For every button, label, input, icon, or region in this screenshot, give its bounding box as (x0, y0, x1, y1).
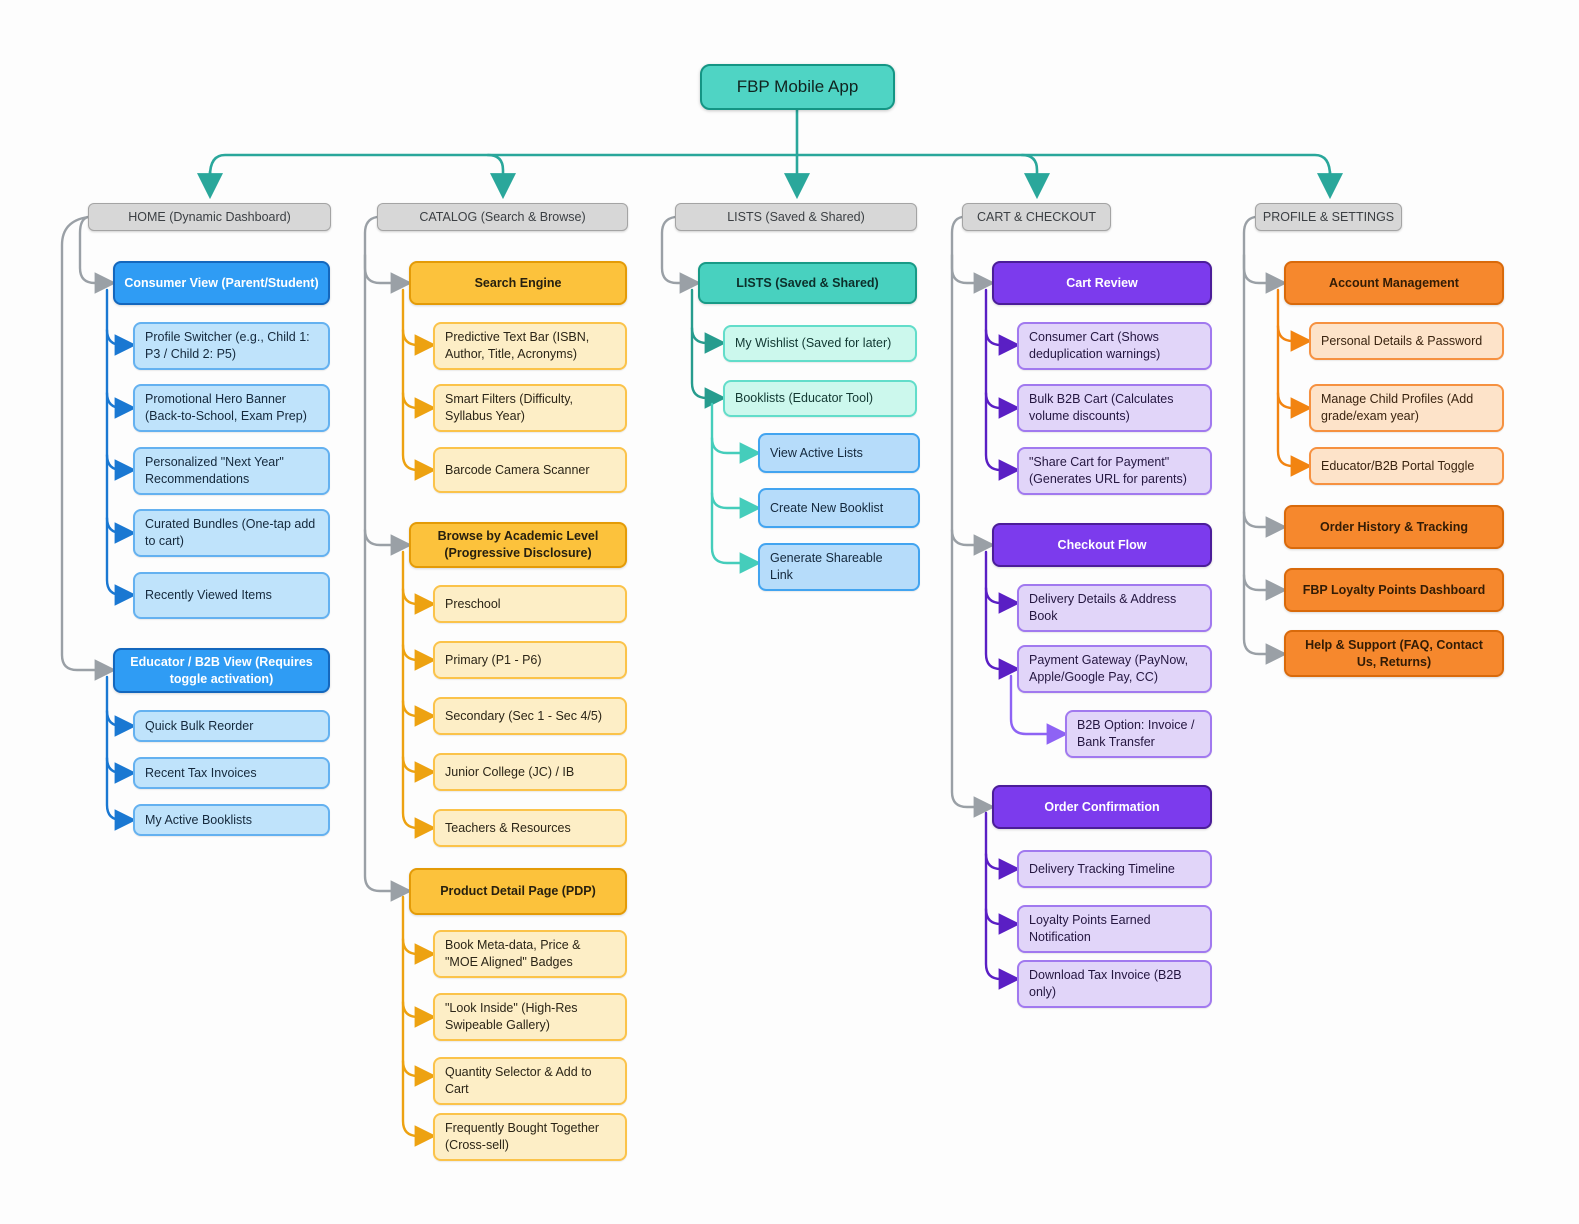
connector-amber (401, 288, 437, 1147)
node-search-engine: Search Engine (409, 261, 627, 305)
connector-teal-light (710, 402, 762, 574)
node-secondary: Secondary (Sec 1 - Sec 4/5) (433, 697, 627, 735)
node-consumer-view: Consumer View (Parent/Student) (113, 261, 330, 305)
connector-orange (1276, 288, 1313, 477)
node-order-confirmation: Order Confirmation (992, 785, 1212, 829)
header-cart: CART & CHECKOUT (962, 203, 1111, 231)
node-order-history: Order History & Tracking (1284, 505, 1504, 549)
node-checkout-flow: Checkout Flow (992, 523, 1212, 567)
node-recently-viewed: Recently Viewed Items (133, 572, 330, 619)
node-next-year-recommendations: Personalized "Next Year" Recommendations (133, 447, 330, 495)
header-catalog: CATALOG (Search & Browse) (377, 203, 628, 231)
node-smart-filters: Smart Filters (Difficulty, Syllabus Year… (433, 384, 627, 432)
node-payment-gateway: Payment Gateway (PayNow, Apple/Google Pa… (1017, 645, 1212, 693)
node-teachers-resources: Teachers & Resources (433, 809, 627, 847)
connector-root-tree (197, 108, 1343, 200)
node-download-tax-invoice: Download Tax Invoice (B2B only) (1017, 960, 1212, 1008)
node-generate-shareable-link: Generate Shareable Link (758, 543, 920, 591)
node-share-cart-payment: "Share Cart for Payment" (Generates URL … (1017, 447, 1212, 495)
node-look-inside: "Look Inside" (High-Res Swipeable Galler… (433, 993, 627, 1041)
node-junior-college: Junior College (JC) / IB (433, 753, 627, 791)
node-educator-portal-toggle: Educator/B2B Portal Toggle (1309, 447, 1504, 485)
node-promo-hero-banner: Promotional Hero Banner (Back-to-School,… (133, 384, 330, 432)
node-book-metadata: Book Meta-data, Price & "MOE Aligned" Ba… (433, 930, 627, 978)
node-bulk-b2b-cart: Bulk B2B Cart (Calculates volume discoun… (1017, 384, 1212, 432)
node-preschool: Preschool (433, 585, 627, 623)
node-cart-review: Cart Review (992, 261, 1212, 305)
node-booklists: Booklists (Educator Tool) (723, 380, 917, 417)
node-help-support: Help & Support (FAQ, Contact Us, Returns… (1284, 630, 1504, 677)
node-frequently-bought: Frequently Bought Together (Cross-sell) (433, 1113, 627, 1161)
node-predictive-text-bar: Predictive Text Bar (ISBN, Author, Title… (433, 322, 627, 370)
connector-purple (984, 288, 1021, 990)
connector-teal-dark (690, 288, 727, 409)
node-quantity-selector: Quantity Selector & Add to Cart (433, 1057, 627, 1105)
header-profile: PROFILE & SETTINGS (1255, 203, 1402, 231)
node-delivery-tracking: Delivery Tracking Timeline (1017, 850, 1212, 888)
node-product-detail-page: Product Detail Page (PDP) (409, 868, 627, 915)
header-home: HOME (Dynamic Dashboard) (88, 203, 331, 231)
node-quick-bulk-reorder: Quick Bulk Reorder (133, 710, 330, 742)
node-view-active-lists: View Active Lists (758, 433, 920, 473)
header-lists: LISTS (Saved & Shared) (675, 203, 917, 231)
node-loyalty-dashboard: FBP Loyalty Points Dashboard (1284, 568, 1504, 612)
node-root: FBP Mobile App (700, 64, 895, 110)
connector-gray (60, 215, 1288, 902)
node-account-management: Account Management (1284, 261, 1504, 305)
node-browse-academic-level: Browse by Academic Level (Progressive Di… (409, 522, 627, 568)
node-barcode-scanner: Barcode Camera Scanner (433, 447, 627, 493)
node-personal-details: Personal Details & Password (1309, 322, 1504, 360)
node-delivery-details: Delivery Details & Address Book (1017, 584, 1212, 632)
node-my-wishlist: My Wishlist (Saved for later) (723, 325, 917, 362)
node-consumer-cart: Consumer Cart (Shows deduplication warni… (1017, 322, 1212, 370)
node-primary: Primary (P1 - P6) (433, 641, 627, 679)
node-curated-bundles: Curated Bundles (One-tap add to cart) (133, 509, 330, 557)
node-loyalty-earned: Loyalty Points Earned Notification (1017, 905, 1212, 953)
node-educator-b2b-view: Educator / B2B View (Requires toggle act… (113, 648, 330, 693)
node-b2b-option-invoice: B2B Option: Invoice / Bank Transfer (1065, 710, 1212, 758)
node-create-new-booklist: Create New Booklist (758, 488, 920, 528)
node-manage-child-profiles: Manage Child Profiles (Add grade/exam ye… (1309, 384, 1504, 432)
node-profile-switcher: Profile Switcher (e.g., Child 1: P3 / Ch… (133, 322, 330, 370)
node-my-active-booklists: My Active Booklists (133, 804, 330, 836)
node-lists-main: LISTS (Saved & Shared) (698, 262, 917, 304)
connector-purple-light (1009, 674, 1069, 745)
node-recent-tax-invoices: Recent Tax Invoices (133, 757, 330, 789)
connector-blue (105, 288, 137, 831)
